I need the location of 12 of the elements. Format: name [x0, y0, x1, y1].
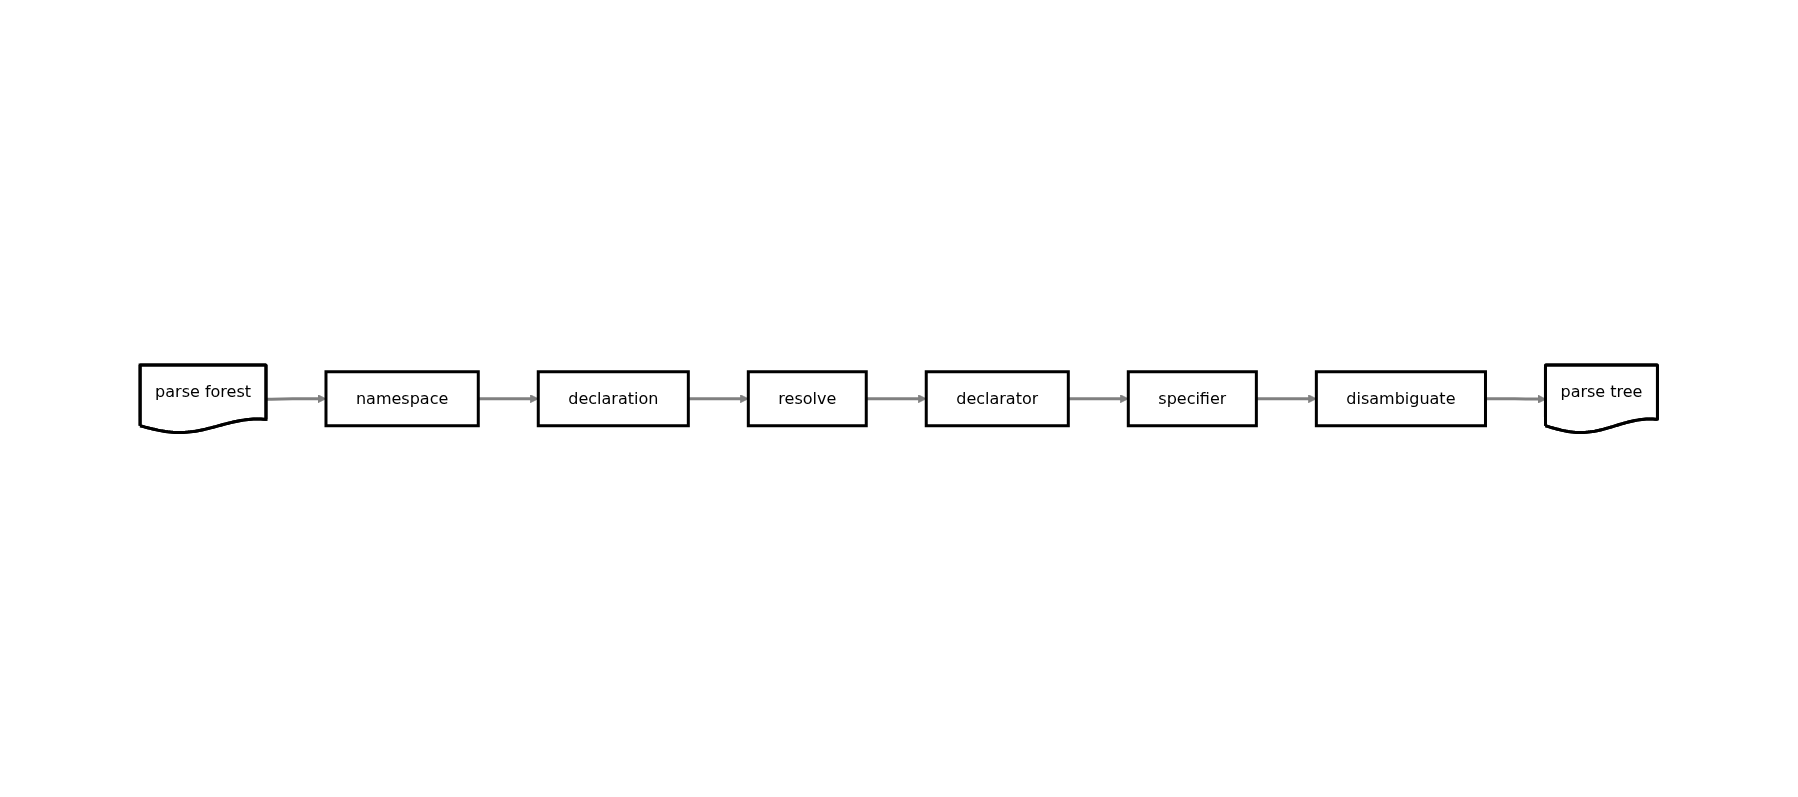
- node-box: resolve: [747, 370, 868, 427]
- arrow: [688, 394, 749, 403]
- arrow: [266, 394, 327, 403]
- node-box: declarator: [924, 370, 1070, 427]
- node-box: specifier: [1127, 370, 1259, 427]
- node-box: declaration: [537, 370, 691, 427]
- node-box: disambiguate: [1315, 370, 1488, 427]
- arrow: [866, 394, 927, 403]
- node-box: namespace: [324, 370, 480, 427]
- arrow: [478, 394, 539, 403]
- arrow: [1256, 394, 1317, 403]
- arrow: [1068, 394, 1129, 403]
